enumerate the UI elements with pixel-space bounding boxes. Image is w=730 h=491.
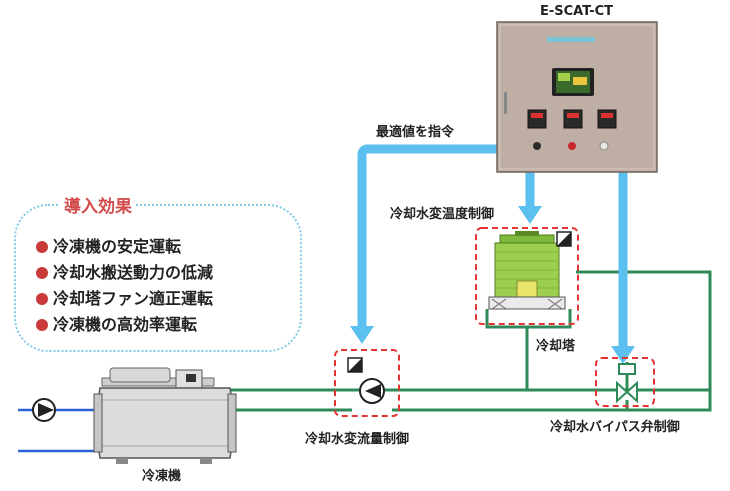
benefit-text: 冷凍機の高効率運転	[53, 315, 198, 334]
benefit-text: 冷却水搬送動力の低減	[53, 263, 214, 282]
controller-name: E-SCAT-CT	[540, 4, 613, 19]
benefit-item: 冷凍機の安定運転	[36, 234, 213, 260]
chiller-label: 冷凍機	[142, 469, 182, 484]
benefits-box: 導入効果 冷凍機の安定運転 冷却水搬送動力の低減 冷却塔ファン適正運転 冷凍機の…	[14, 192, 302, 352]
cooling-tower-label: 冷却塔	[536, 339, 576, 354]
benefit-list: 冷凍機の安定運転 冷却水搬送動力の低減 冷却塔ファン適正運転 冷凍機の高効率運転	[36, 234, 213, 338]
benefit-text: 冷凍機の安定運転	[53, 237, 182, 256]
cw-bypass-valve-control-label: 冷却水バイパス弁制御	[550, 420, 680, 435]
signal-arrows	[350, 144, 635, 364]
bypass-valve-icon	[595, 357, 655, 407]
bullet-icon	[36, 267, 48, 279]
benefit-item: 冷却水搬送動力の低減	[36, 260, 213, 286]
benefit-item: 冷凍機の高効率運転	[36, 312, 213, 338]
cw-temp-control-label: 冷却水変温度制御	[390, 207, 495, 222]
flow-control-pump-icon	[334, 349, 400, 417]
cw-flow-control-label: 冷却水変流量制御	[305, 432, 410, 447]
pump-icon-left	[32, 398, 56, 422]
bullet-icon	[36, 319, 48, 331]
chiller-icon	[93, 367, 237, 464]
benefits-title: 導入効果	[60, 192, 136, 217]
bullet-icon	[36, 293, 48, 305]
benefit-text: 冷却塔ファン適正運転	[53, 289, 214, 308]
bullet-icon	[36, 241, 48, 253]
command-label: 最適値を指令	[376, 125, 455, 140]
e-scat-ct-controller-panel	[496, 21, 658, 173]
chilled-water-pipes	[18, 408, 98, 453]
benefit-item: 冷却塔ファン適正運転	[36, 286, 213, 312]
cooling-tower-icon	[475, 227, 579, 325]
